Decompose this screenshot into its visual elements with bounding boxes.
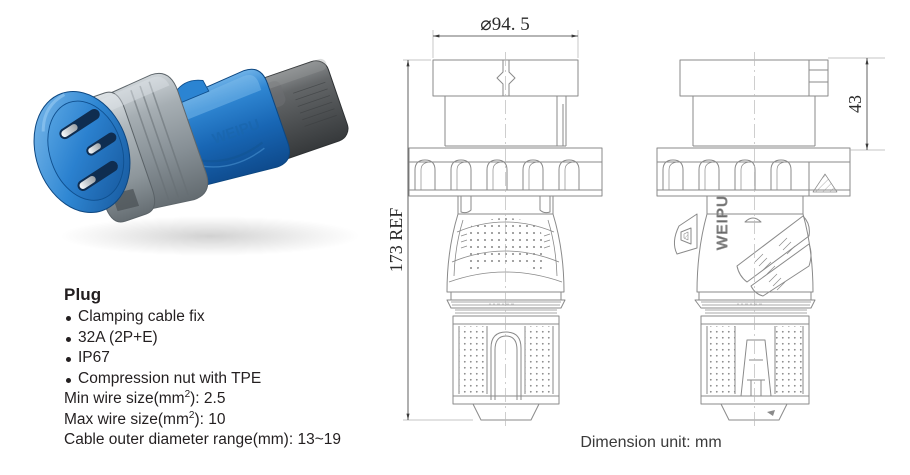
list-item-label: Clamping cable fix	[78, 308, 205, 325]
photo-shadow	[60, 216, 360, 256]
center-lines	[505, 52, 755, 428]
min-wire-size-value: ): 2.5	[190, 390, 226, 407]
bullet-icon	[66, 357, 71, 362]
max-wire-size-label: Max wire size(mm	[64, 410, 189, 428]
side-view: WEIPU	[656, 59, 851, 421]
spec-text-block: Plug Clamping cable fix 32A (2P+E) IP67 …	[64, 284, 394, 451]
cable-diameter-line: Cable outer diameter range(mm): 13~19	[64, 431, 341, 448]
list-item: Compression nut with TPE	[64, 369, 394, 390]
bullet-icon	[66, 316, 71, 321]
plug-pins	[59, 109, 118, 191]
front-view	[408, 59, 603, 421]
extension-lines	[403, 30, 885, 421]
drawing-caption: Dimension unit: mm	[580, 434, 721, 451]
collar-lugs	[414, 159, 580, 191]
max-wire-size-line: Max wire size(mm2): 10	[64, 410, 394, 431]
dimension-diameter-label: ⌀94. 5	[480, 14, 529, 35]
bullet-icon	[66, 377, 71, 383]
dimension-length-label: 173 REF	[386, 208, 406, 273]
technical-drawing: WEIPU	[385, 0, 910, 475]
list-item-label: Compression nut with TPE	[78, 369, 262, 387]
dimension-collar-height-label: 43	[845, 95, 865, 113]
product-photo: WEIPU	[0, 0, 395, 285]
dimension-length: 173 REF	[386, 60, 410, 420]
page-title: Plug	[64, 285, 102, 304]
collar-lugs-side	[662, 159, 792, 191]
sup-2: 2	[184, 388, 191, 400]
dimension-diameter: ⌀94. 5	[433, 14, 578, 38]
plug-front-face	[33, 90, 131, 214]
list-item-label: IP67	[78, 349, 110, 366]
max-wire-size-value: ): 10	[194, 410, 226, 428]
bullet-icon	[66, 336, 71, 342]
list-item: Clamping cable fix	[64, 307, 394, 328]
list-item: 32A (2P+E)	[64, 328, 394, 349]
spec-bullet-list: Clamping cable fix 32A (2P+E) IP67 Compr…	[64, 307, 394, 389]
dimension-collar-height: 43	[845, 58, 869, 150]
min-wire-size-line: Min wire size(mm2): 2.5	[64, 389, 394, 410]
list-item-label: 32A (2P+E)	[78, 328, 158, 346]
min-wire-size-label: Min wire size(mm	[64, 390, 185, 407]
drawing-brand-text: WEIPU	[714, 195, 731, 250]
sup-2: 2	[188, 409, 195, 421]
list-item: IP67	[64, 348, 394, 369]
